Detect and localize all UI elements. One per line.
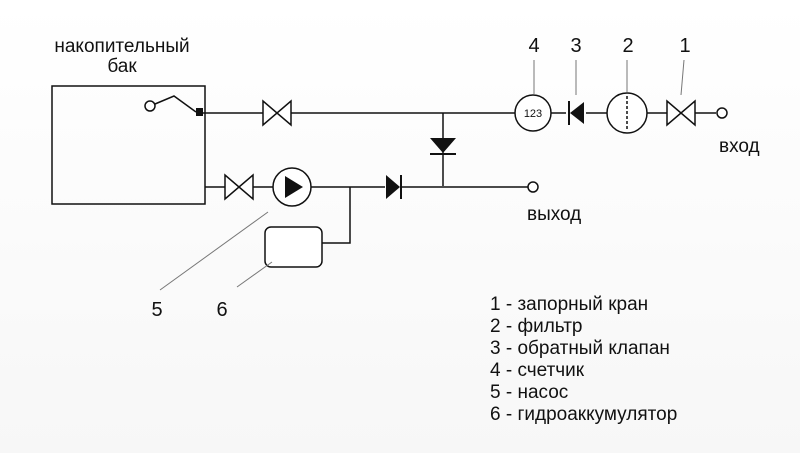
bypass-pipe: [430, 113, 456, 186]
storage-tank: [51, 85, 206, 205]
legend-item-6: 6 - гидроаккумулятор: [490, 404, 677, 425]
legend-item-2: 2 - фильтр: [490, 316, 582, 337]
marker-5: 5: [151, 299, 162, 321]
legend-item-1: 1 - запорный кран: [490, 294, 648, 315]
legend-item-5: 5 - насос: [490, 382, 568, 403]
pump: [272, 167, 312, 207]
marker-3: 3: [570, 35, 581, 57]
legend-item-4: 4 - счетчик: [490, 360, 585, 381]
marker-2: 2: [622, 35, 633, 57]
shutoff-valve-top: [262, 99, 292, 127]
bottom-pipe: [205, 186, 528, 244]
leader-lines: [159, 59, 685, 291]
legend: 1 - запорный кран 2 - фильтр 3 - обратны…: [490, 294, 677, 425]
tank-label-line1: накопительный: [54, 36, 189, 57]
float-ball: [144, 100, 156, 112]
marker-1: 1: [679, 35, 690, 57]
check-valve-top: [568, 101, 584, 125]
marker-4: 4: [528, 35, 539, 57]
tank-label-line2: бак: [107, 56, 137, 77]
meter-reading: 123: [524, 108, 542, 120]
shutoff-valve-bottom: [224, 173, 254, 201]
legend-item-3: 3 - обратный клапан: [490, 338, 670, 359]
outlet-terminal: [527, 181, 539, 193]
inlet-label: вход: [719, 136, 760, 157]
inlet-terminal: [716, 107, 728, 119]
filter: [606, 92, 648, 134]
shutoff-valve-inlet: [666, 99, 696, 127]
water-meter: 123: [514, 94, 552, 132]
check-valve-bottom: [386, 175, 402, 199]
hydro-accumulator: [264, 226, 323, 268]
outlet-label: выход: [527, 204, 581, 225]
marker-6: 6: [216, 299, 227, 321]
